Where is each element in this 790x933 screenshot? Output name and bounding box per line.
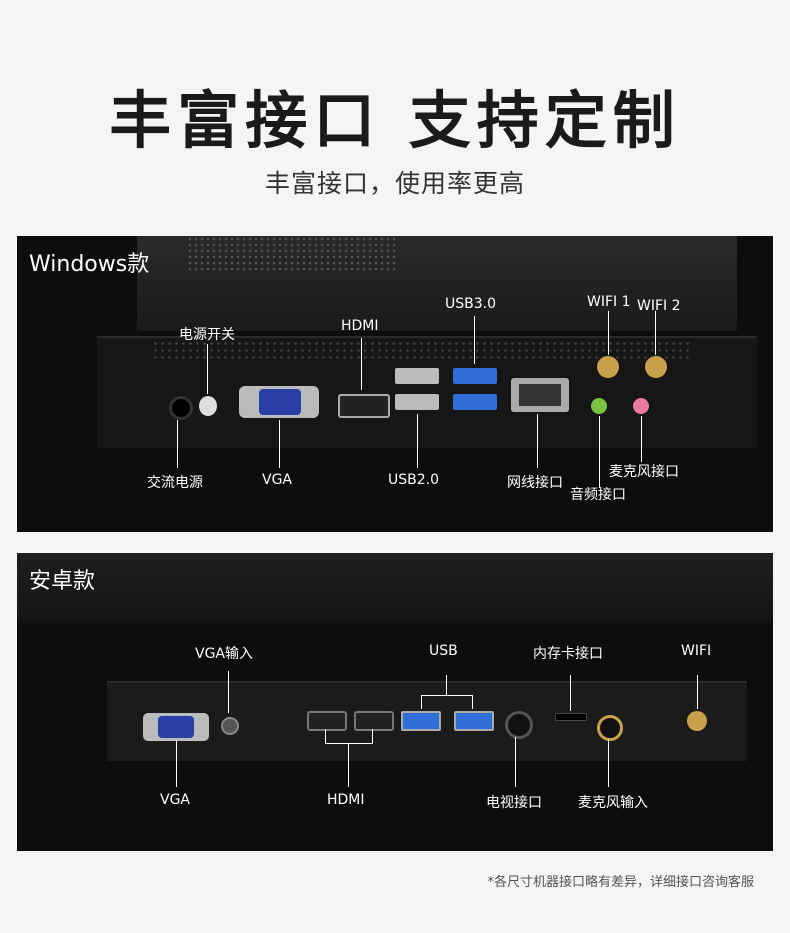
power-switch <box>199 396 217 416</box>
mic-in-port <box>597 715 623 741</box>
usb3-port-bottom <box>453 394 497 410</box>
usb2-port-top <box>395 368 439 384</box>
label-card: 内存卡接口 <box>533 646 603 662</box>
windows-ports-panel: Windows款 电源开关 HDMI USB3.0 WIFI 1 WIFI 2 … <box>17 236 773 532</box>
hdmi-port-1 <box>307 711 347 731</box>
vga-in-port <box>221 717 239 735</box>
label-vga: VGA <box>160 792 191 808</box>
label-vga: VGA <box>262 472 293 488</box>
label-wifi1: WIFI 1 <box>587 294 631 310</box>
hdmi-port <box>338 394 390 418</box>
label-lan: 网线接口 <box>507 475 563 491</box>
wifi1-antenna <box>597 356 619 378</box>
usb3-port-top <box>453 368 497 384</box>
label-wifi: WIFI <box>681 643 712 659</box>
tv-port <box>505 711 533 739</box>
label-vga-in: VGA输入 <box>195 646 254 662</box>
label-power-switch: 电源开关 <box>179 327 235 343</box>
wifi2-antenna <box>645 356 667 378</box>
mic-jack <box>633 398 649 414</box>
label-mic: 麦克风接口 <box>609 464 679 480</box>
vent-grille <box>187 236 397 274</box>
ac-power-port <box>169 396 193 420</box>
page-subtitle: 丰富接口，使用率更高 <box>264 169 525 198</box>
page-title: 丰富接口 支持定制 <box>109 84 681 157</box>
audio-jack <box>591 398 607 414</box>
label-audio: 音频接口 <box>570 487 626 503</box>
vga-port <box>239 386 319 418</box>
wifi-antenna <box>687 711 707 731</box>
label-usb3: USB3.0 <box>445 296 497 312</box>
device-top-surface <box>17 553 773 623</box>
windows-label: Windows款 <box>29 252 150 277</box>
label-hdmi: HDMI <box>327 792 365 808</box>
usb-port-1 <box>401 711 441 731</box>
label-mic-in: 麦克风输入 <box>578 795 648 811</box>
vent-grille-lower <box>152 340 692 362</box>
label-wifi2: WIFI 2 <box>637 298 681 314</box>
label-usb: USB <box>429 643 458 659</box>
card-slot <box>555 713 587 721</box>
usb2-port-bottom <box>395 394 439 410</box>
label-usb2: USB2.0 <box>388 472 440 488</box>
android-ports-panel: 安卓款 VGA输入 USB 内存卡接口 WIFI VGA HDMI 电视接口 麦… <box>17 553 773 851</box>
usb-port-2 <box>454 711 494 731</box>
label-hdmi: HDMI <box>341 318 379 334</box>
label-ac-power: 交流电源 <box>147 475 203 491</box>
android-label: 安卓款 <box>29 569 96 594</box>
hdmi-port-2 <box>354 711 394 731</box>
footnote: *各尺寸机器接口略有差异，详细接口咨询客服 <box>487 875 754 890</box>
vga-port <box>143 713 209 741</box>
label-tv: 电视接口 <box>486 795 542 811</box>
lan-port <box>511 378 569 412</box>
